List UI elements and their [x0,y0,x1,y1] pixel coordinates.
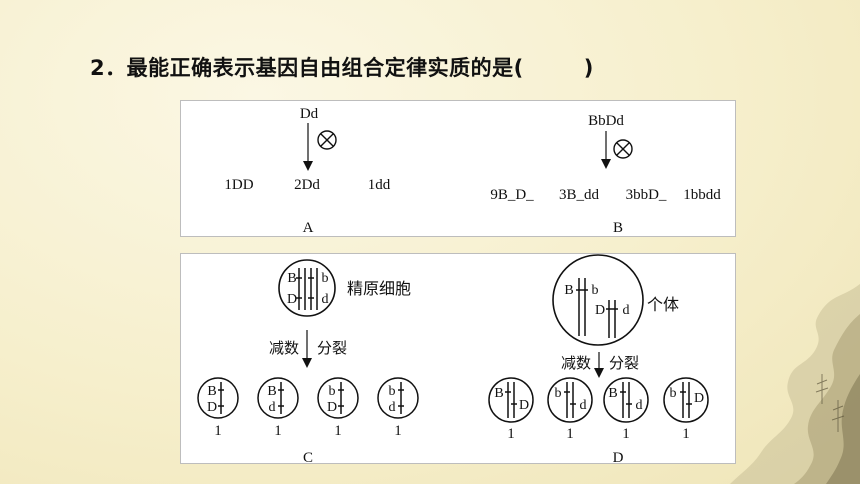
a-self-cross-icon [317,130,337,150]
a-offspring-3: 1dd [368,177,391,193]
a-offspring-1: 1DD [224,177,253,193]
svg-text:d: d [623,303,630,318]
svg-text:D: D [595,303,605,318]
b-offspring-4: 1bbdd [683,187,721,203]
b-parent-genotype: BbDd [588,113,624,129]
d-ratio-4: 1 [682,426,690,442]
options-cd-panel: B b D d 精原细胞 减数 分裂 B D B d [180,253,736,465]
a-offspring-2: 2Dd [294,177,320,193]
option-d-label: D [613,450,624,465]
c-gamete-4-top: b [389,384,396,399]
c-ratio-1: 1 [214,423,222,439]
d-individual-cell: B b D d [552,254,644,346]
d-cell-label: 个体 [647,295,679,314]
option-c-label: C [303,450,313,465]
d-gamete-4-right: D [694,391,704,406]
c-gamete-3-bottom: D [327,400,337,415]
mountain-icon [730,284,860,484]
d-arrow-head [594,368,604,378]
question-close-paren: ) [583,56,594,80]
a-parent-genotype: Dd [300,106,319,122]
c-gamete-1: B D [197,377,239,419]
c-cell-label: 精原细胞 [347,279,411,298]
b-offspring-2: 3B_dd [559,187,600,203]
options-ab-panel: Dd 1DD 2Dd 1dd A BbDd 9B_D_ 3B_dd 3bbD_ … [180,100,736,237]
question-text: 2．最能正确表示基因自由组合定律实质的是() [90,52,594,82]
pine-tree-icon [815,374,845,432]
option-b-label: B [613,220,623,236]
c-process-right: 分裂 [317,339,347,357]
d-gamete-1-right: D [519,398,529,413]
landscape-decoration [730,284,860,484]
c-gamete-1-top: B [207,384,216,399]
c-gamete-4: b d [377,377,419,419]
b-arrow-head [601,159,611,169]
options-cd-figure: B b D d 精原细胞 减数 分裂 B D B d [197,254,709,465]
d-gamete-2: b d [547,377,593,423]
d-gamete-2-right: d [580,398,587,413]
a-arrow-head [303,161,313,171]
d-ratio-2: 1 [566,426,574,442]
d-gamete-4-left: b [670,386,677,401]
c-arrow-head [302,358,312,368]
d-gamete-4: b D [663,377,709,423]
svg-text:B: B [287,271,296,286]
c-ratio-3: 1 [334,423,342,439]
svg-text:b: b [322,271,329,286]
c-gamete-2-top: B [267,384,276,399]
c-gamete-3: b D [317,377,359,419]
c-ratio-2: 1 [274,423,282,439]
c-gamete-2-bottom: d [269,400,276,415]
d-gamete-1: B D [488,377,534,423]
option-a-label: A [303,220,314,236]
d-ratio-1: 1 [507,426,515,442]
options-ab-figure: Dd 1DD 2Dd 1dd A BbDd 9B_D_ 3B_dd 3bbD_ … [224,106,721,236]
d-gamete-3-left: B [608,386,617,401]
b-self-cross-icon [613,139,633,159]
svg-text:d: d [322,292,329,307]
d-process-right: 分裂 [609,354,639,372]
d-gamete-3-right: d [636,398,643,413]
c-ratio-4: 1 [394,423,402,439]
d-process-left: 减数 [561,354,591,372]
c-gamete-3-top: b [329,384,336,399]
d-gamete-3: B d [603,377,649,423]
svg-text:D: D [287,292,297,307]
b-offspring-3: 3bbD_ [626,187,667,203]
question-stem: 2．最能正确表示基因自由组合定律实质的是( [90,56,524,80]
b-offspring-1: 9B_D_ [490,187,534,203]
svg-text:b: b [592,283,599,298]
c-spermatogonium-cell: B b D d [278,259,336,317]
c-gamete-2: B d [257,377,299,419]
d-ratio-3: 1 [622,426,630,442]
d-gamete-2-left: b [555,386,562,401]
c-gamete-4-bottom: d [389,400,396,415]
c-gamete-1-bottom: D [207,400,217,415]
svg-text:B: B [564,283,573,298]
c-process-left: 减数 [269,339,299,357]
d-gamete-1-left: B [494,386,503,401]
